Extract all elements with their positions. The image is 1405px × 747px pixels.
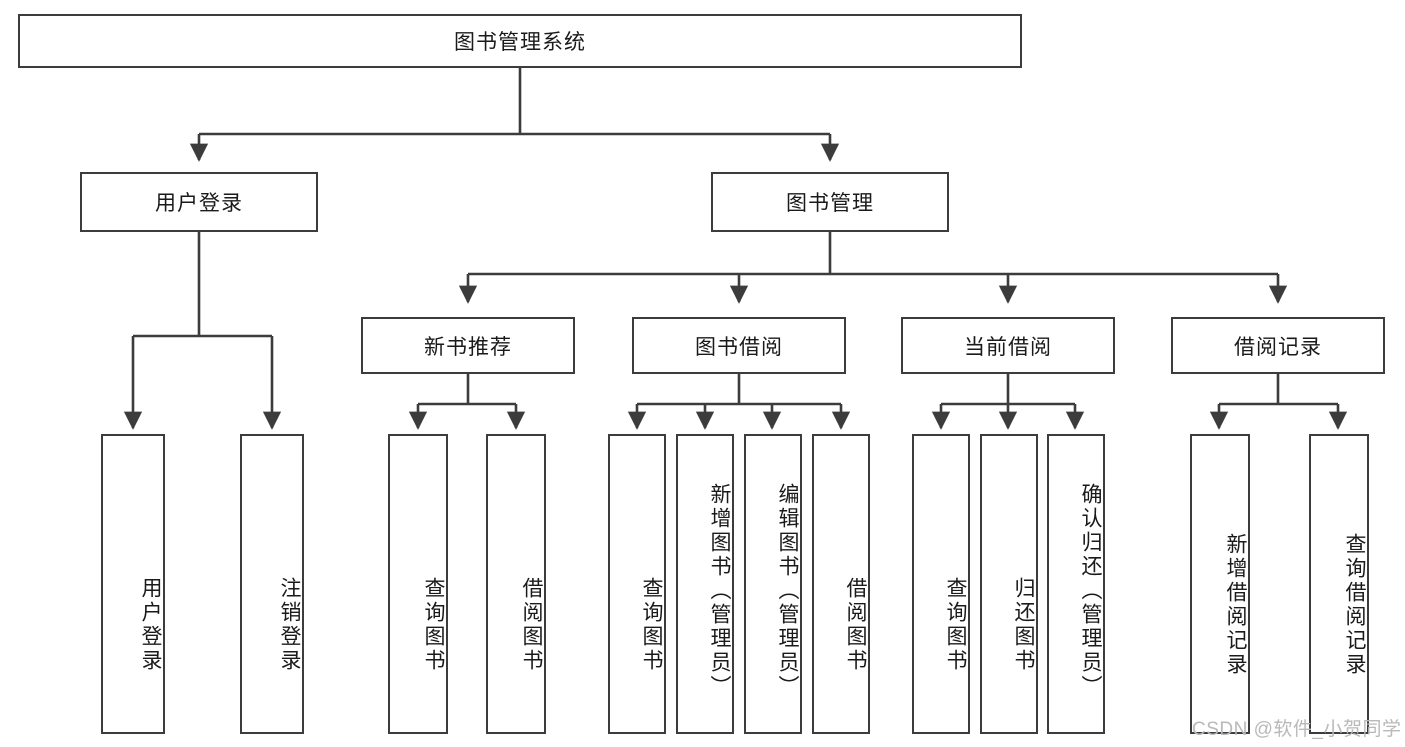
leaf-label: 查询图书	[640, 577, 663, 673]
leaf-borrow-record-query[interactable]: 查询借阅记录	[1309, 434, 1369, 734]
node-new-book-recommend[interactable]: 新书推荐	[361, 317, 575, 374]
leaf-current-borrow-confirm[interactable]: 确认归还（管理员）	[1047, 434, 1105, 734]
leaf-label: 查询图书	[944, 577, 967, 673]
leaf-new-book-query[interactable]: 查询图书	[388, 434, 448, 734]
node-book-management[interactable]: 图书管理	[711, 172, 949, 232]
leaf-new-book-borrow[interactable]: 借阅图书	[486, 434, 546, 734]
node-new-book-recommend-label: 新书推荐	[424, 335, 512, 359]
leaf-book-borrow-edit[interactable]: 编辑图书（管理员）	[744, 434, 802, 734]
leaf-label: 借阅图书	[520, 577, 543, 673]
node-borrow-record-label: 借阅记录	[1234, 335, 1322, 359]
leaf-label: 用户登录	[139, 577, 162, 673]
node-book-management-label: 图书管理	[786, 192, 874, 215]
node-root[interactable]: 图书管理系统	[18, 14, 1022, 68]
leaf-label: 新增图书（管理员）	[708, 483, 731, 699]
leaf-book-borrow-add[interactable]: 新增图书（管理员）	[676, 434, 734, 734]
leaf-book-borrow-borrow[interactable]: 借阅图书	[812, 434, 870, 734]
node-borrow-record[interactable]: 借阅记录	[1171, 317, 1385, 374]
leaf-user-login-login[interactable]: 用户登录	[101, 434, 165, 734]
leaf-label: 归还图书	[1012, 577, 1035, 673]
leaf-borrow-record-add[interactable]: 新增借阅记录	[1190, 434, 1250, 734]
leaf-label: 新增借阅记录	[1224, 533, 1247, 677]
leaf-label: 确认归还（管理员）	[1079, 483, 1102, 699]
leaf-user-login-logout[interactable]: 注销登录	[240, 434, 304, 734]
leaf-label: 注销登录	[278, 577, 301, 673]
node-user-login-label: 用户登录	[155, 192, 243, 215]
node-book-borrow[interactable]: 图书借阅	[632, 317, 846, 374]
leaf-label: 查询借阅记录	[1343, 533, 1366, 677]
node-root-label: 图书管理系统	[454, 31, 586, 54]
leaf-book-borrow-query[interactable]: 查询图书	[608, 434, 666, 734]
node-current-borrow[interactable]: 当前借阅	[901, 317, 1115, 374]
leaf-label: 查询图书	[422, 577, 445, 673]
node-current-borrow-label: 当前借阅	[964, 335, 1052, 359]
leaf-current-borrow-return[interactable]: 归还图书	[980, 434, 1038, 734]
leaf-label: 编辑图书（管理员）	[776, 483, 799, 699]
leaf-label: 借阅图书	[844, 577, 867, 673]
node-user-login[interactable]: 用户登录	[80, 172, 318, 232]
node-book-borrow-label: 图书借阅	[695, 335, 783, 359]
leaf-current-borrow-query[interactable]: 查询图书	[912, 434, 970, 734]
